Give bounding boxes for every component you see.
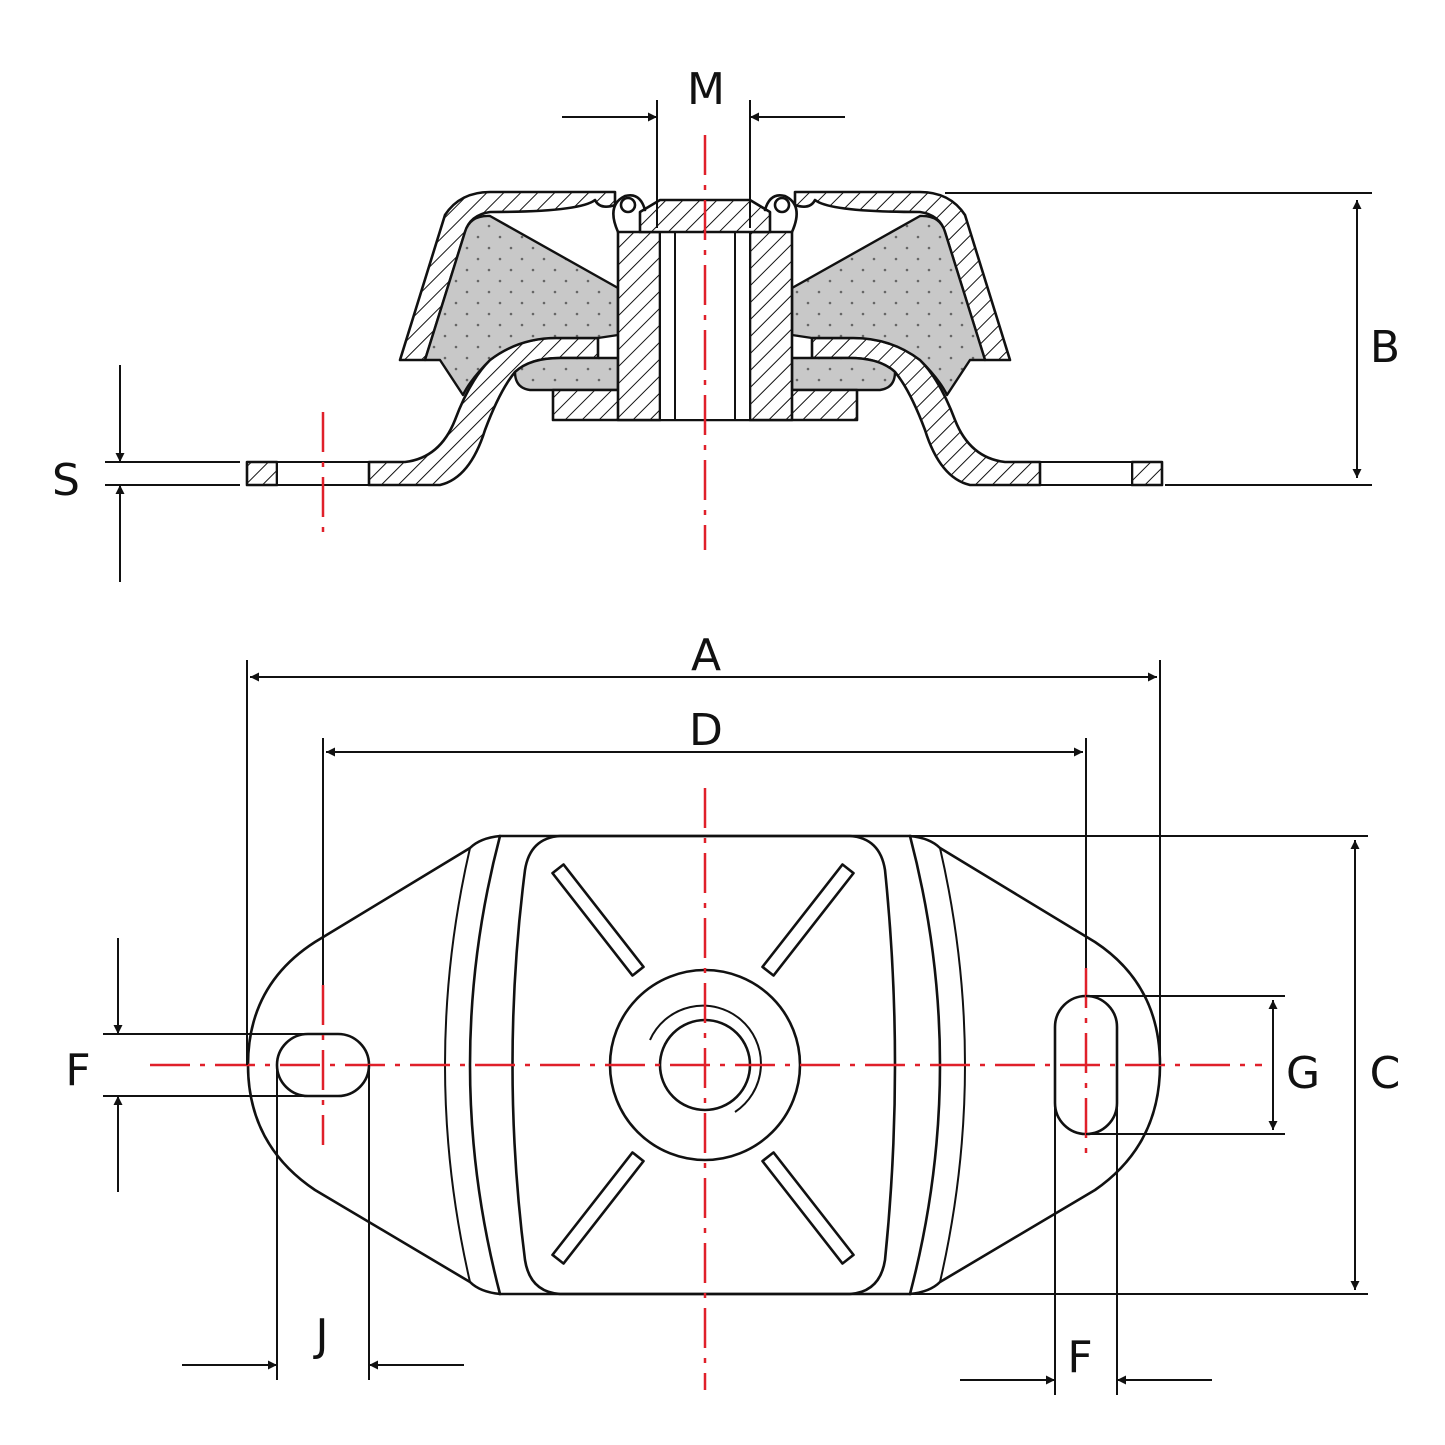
bushing-right-wall — [748, 230, 794, 422]
base-plate-left — [245, 460, 279, 487]
rubber-lower-left — [513, 356, 620, 392]
thread-arc — [649, 1004, 762, 1113]
bushing-bore — [659, 231, 751, 421]
plan-view: A D C G F J F — [65, 630, 1400, 1395]
rib-slots — [551, 863, 855, 1265]
bushing-left-wall — [616, 230, 662, 422]
label-C: C — [1370, 1048, 1401, 1099]
label-B: B — [1370, 322, 1400, 373]
label-F-left: F — [65, 1045, 90, 1096]
base-plate-right — [1130, 460, 1164, 487]
rubber-right — [790, 214, 987, 397]
housing-right — [810, 336, 1042, 487]
label-M: M — [687, 64, 725, 115]
label-D: D — [689, 705, 723, 756]
rubber-lower-right — [790, 356, 897, 392]
housing-left — [367, 336, 600, 487]
label-F-bottom: F — [1067, 1332, 1092, 1383]
cap-left — [398, 190, 617, 362]
rubber-left — [423, 214, 620, 397]
cap-right — [793, 190, 1012, 362]
section-view: M B S — [52, 64, 1400, 582]
inner-pad — [511, 834, 897, 1296]
base-plate-right-hole — [1039, 461, 1133, 486]
label-S: S — [52, 455, 80, 506]
label-G: G — [1286, 1048, 1320, 1099]
label-A: A — [691, 630, 721, 681]
label-J: J — [313, 1310, 329, 1361]
